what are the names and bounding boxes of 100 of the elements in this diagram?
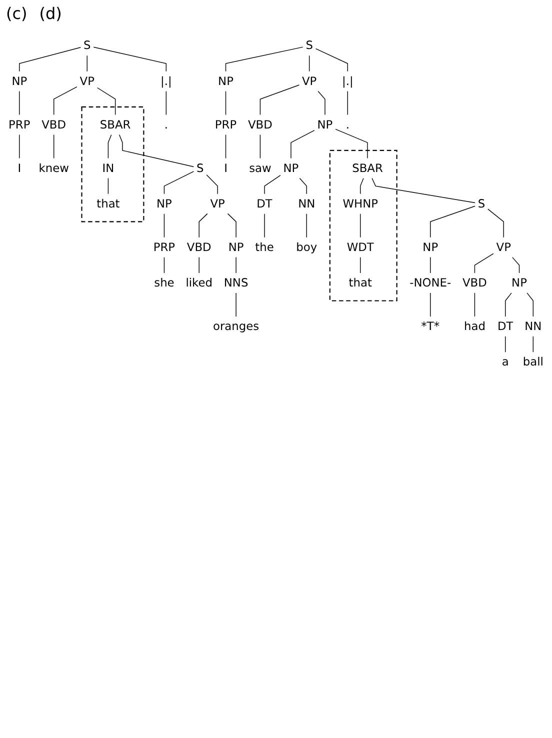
node-text: IN (102, 161, 114, 175)
connector (360, 256, 361, 274)
connector (264, 213, 265, 238)
connector (19, 134, 20, 159)
connector (360, 213, 361, 238)
connector (335, 128, 368, 159)
node-text: ball (522, 354, 544, 368)
connector (93, 46, 167, 72)
node-text: had (464, 319, 486, 333)
node-text: boy (296, 240, 318, 254)
node-text: that (96, 196, 120, 210)
node-text: -NONE- (410, 276, 452, 290)
node-text: liked (186, 276, 213, 290)
node-text: VP (302, 74, 317, 88)
connector (260, 84, 300, 116)
connector (198, 256, 200, 274)
connector (430, 292, 431, 317)
connector (430, 256, 431, 274)
connector (264, 174, 281, 194)
connector (360, 178, 364, 194)
node-text: SBAR (100, 118, 131, 132)
connector (227, 213, 236, 238)
connector (290, 130, 315, 159)
node-text: . (164, 118, 168, 132)
node-text: NP (218, 74, 234, 88)
connector (308, 55, 310, 72)
connector (225, 134, 226, 159)
node-text: VP (210, 196, 225, 210)
panel-label: (c) (6, 4, 28, 23)
connector (53, 86, 78, 116)
connector (505, 292, 512, 317)
node-text: SBAR (352, 161, 383, 175)
connector (19, 90, 20, 116)
connector (505, 336, 506, 352)
connector (164, 171, 194, 194)
node-text: NN (298, 196, 316, 210)
connector (372, 178, 476, 204)
connector (198, 213, 208, 238)
node-text: that (348, 276, 372, 290)
connector (86, 55, 88, 72)
node-text: NP (422, 240, 438, 254)
node-text: DT (497, 319, 514, 333)
node-text: S (478, 196, 486, 210)
node-text: DT (256, 196, 272, 210)
node-text: S (306, 38, 313, 52)
node-text: I (224, 161, 228, 175)
node-text: . (346, 118, 350, 132)
connector (532, 336, 534, 352)
node-text: S (84, 38, 91, 52)
connector (430, 206, 476, 238)
connector (53, 134, 54, 159)
node-text: NP (512, 276, 527, 290)
connector (206, 174, 218, 194)
connector (318, 90, 326, 116)
connector (315, 48, 348, 72)
node-text: NP (12, 74, 28, 88)
node-text: knew (38, 161, 69, 175)
node-text: the (255, 240, 274, 254)
node-text: WDT (346, 240, 374, 254)
connector (225, 46, 304, 72)
node-text: NP (156, 196, 172, 210)
connector (488, 208, 504, 238)
node-text: oranges (213, 319, 260, 333)
connector (19, 47, 82, 72)
connector (225, 90, 226, 116)
connector (306, 213, 307, 238)
node-text: PRP (214, 118, 237, 132)
node-text: VBD (248, 118, 272, 132)
node-text: she (154, 276, 174, 290)
node-text: saw (249, 161, 272, 175)
connector (526, 292, 534, 317)
node-text: S (196, 161, 204, 175)
node-text: NNS (224, 276, 248, 290)
connector (347, 90, 348, 116)
node-text: VP (496, 240, 511, 254)
node-text: I (18, 161, 22, 175)
connector (260, 134, 261, 159)
node-text: |.| (160, 74, 172, 88)
node-text: VBD (42, 118, 66, 132)
connector (299, 178, 307, 194)
cluster (81, 106, 144, 222)
node-text: NN (524, 319, 542, 333)
connector (474, 292, 476, 317)
connector (164, 256, 165, 274)
node-text: a (502, 354, 509, 368)
node-text: VP (80, 74, 94, 88)
node-text: *T* (421, 319, 440, 333)
node-text: VBD (186, 240, 212, 254)
connector (166, 90, 167, 116)
connector (108, 178, 109, 194)
connector (96, 87, 116, 116)
node-text: NP (283, 161, 299, 175)
connector (512, 256, 520, 274)
connector (108, 134, 112, 159)
connector (164, 213, 165, 238)
panel-label: (d) (39, 4, 62, 23)
node-text: |.| (342, 74, 354, 88)
cluster (329, 150, 398, 302)
node-text: PRP (153, 240, 176, 254)
node-text: NP (317, 118, 333, 132)
